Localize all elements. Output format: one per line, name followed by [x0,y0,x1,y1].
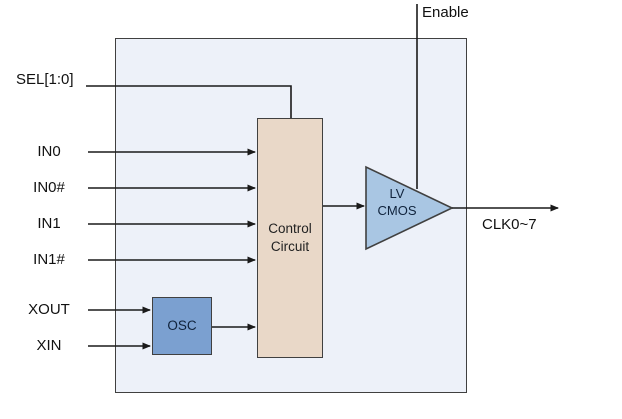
in1n-label: IN1# [33,251,65,268]
lvcmos-label-line2: CMOS [377,203,417,218]
xout-label: XOUT [28,301,70,318]
clk-output-label: CLK0~7 [482,216,537,233]
osc-block: OSC [152,297,212,355]
in0n-label: IN0# [33,179,65,196]
xin-label: XIN [36,337,62,354]
control-circuit-block: Control Circuit [257,118,323,358]
control-circuit-label-line1: Control [268,221,312,236]
enable-label: Enable [422,4,469,21]
lvcmos-label-line1: LV [389,186,405,201]
osc-label: OSC [167,318,197,333]
sel-label: SEL[1:0] [16,71,74,88]
lvcmos-buffer-label: LV CMOS [366,185,428,219]
sel-wire [86,85,292,118]
lvcmos-buffer-shape [365,165,454,251]
in0-label: IN0 [37,143,61,160]
control-circuit-label-line2: Circuit [270,239,310,254]
in1-label: IN1 [37,215,61,232]
